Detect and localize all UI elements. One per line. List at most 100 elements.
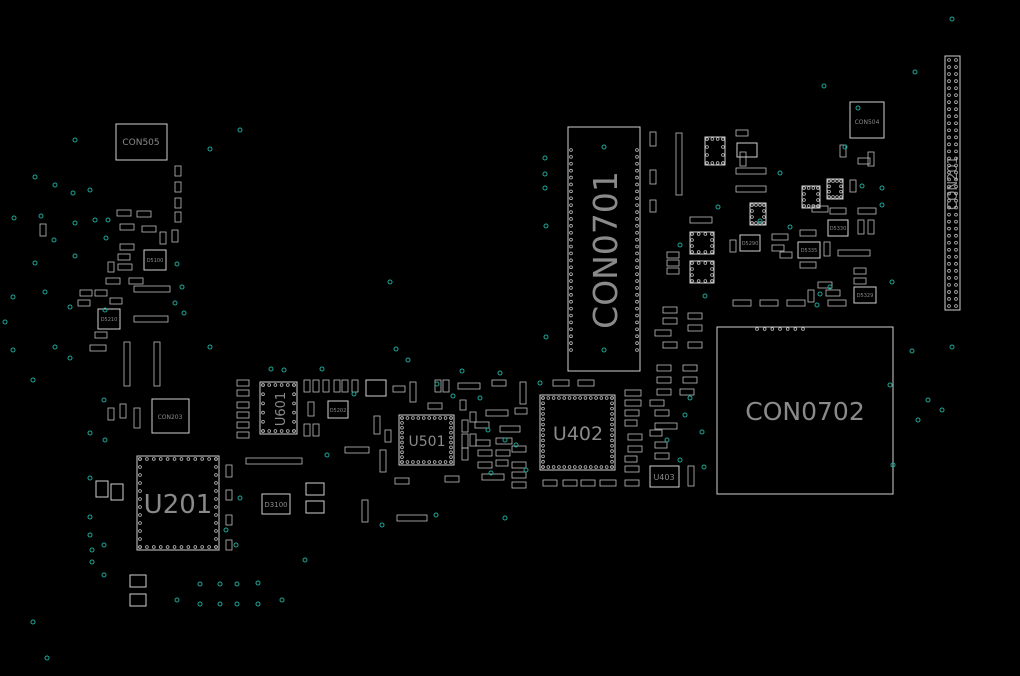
passive-part[interactable] xyxy=(786,299,806,307)
component-con0701[interactable]: CON0701 xyxy=(567,126,641,372)
via-test-point[interactable] xyxy=(379,522,385,528)
via-test-point[interactable] xyxy=(172,300,178,306)
via-test-point[interactable] xyxy=(757,218,763,224)
passive-part[interactable] xyxy=(577,379,595,387)
passive-part[interactable] xyxy=(236,431,250,439)
passive-part[interactable] xyxy=(344,446,370,454)
via-test-point[interactable] xyxy=(682,412,688,418)
component-u201[interactable]: U201 xyxy=(136,455,220,551)
passive-part[interactable] xyxy=(799,229,817,237)
via-test-point[interactable] xyxy=(542,155,548,161)
via-test-point[interactable] xyxy=(279,597,285,603)
via-test-point[interactable] xyxy=(405,357,411,363)
via-test-point[interactable] xyxy=(102,307,108,313)
passive-part[interactable] xyxy=(624,479,640,487)
passive-part[interactable] xyxy=(857,207,877,215)
component-ic-a[interactable] xyxy=(689,231,715,255)
passive-part[interactable] xyxy=(171,229,179,243)
passive-part[interactable] xyxy=(807,289,815,303)
passive-part[interactable] xyxy=(109,297,123,305)
via-test-point[interactable] xyxy=(234,581,240,587)
passive-part[interactable] xyxy=(303,379,311,393)
passive-part[interactable] xyxy=(732,299,752,307)
passive-part[interactable] xyxy=(384,429,392,443)
passive-part[interactable] xyxy=(373,415,381,435)
passive-part[interactable] xyxy=(107,407,115,421)
via-test-point[interactable] xyxy=(89,559,95,565)
via-test-point[interactable] xyxy=(488,470,494,476)
passive-part[interactable] xyxy=(827,299,847,307)
via-test-point[interactable] xyxy=(324,452,330,458)
via-test-point[interactable] xyxy=(101,397,107,403)
passive-part[interactable] xyxy=(624,399,642,407)
passive-part[interactable] xyxy=(654,409,670,417)
passive-part[interactable] xyxy=(427,402,443,410)
via-test-point[interactable] xyxy=(387,279,393,285)
via-test-point[interactable] xyxy=(92,217,98,223)
passive-part[interactable] xyxy=(79,289,93,297)
via-test-point[interactable] xyxy=(887,382,893,388)
passive-part[interactable] xyxy=(225,514,233,526)
via-test-point[interactable] xyxy=(502,515,508,521)
passive-part[interactable] xyxy=(481,473,505,481)
component-u501[interactable]: U501 xyxy=(398,414,455,466)
passive-part[interactable] xyxy=(39,223,47,237)
passive-part[interactable] xyxy=(666,267,680,275)
passive-part[interactable] xyxy=(839,144,847,158)
passive-part[interactable] xyxy=(174,181,182,193)
passive-part[interactable] xyxy=(654,422,678,430)
via-test-point[interactable] xyxy=(949,16,955,22)
component-ic-m[interactable] xyxy=(95,480,109,498)
component-d3100[interactable]: D3100 xyxy=(261,493,291,515)
passive-part[interactable] xyxy=(811,205,829,213)
passive-part[interactable] xyxy=(107,261,115,273)
via-test-point[interactable] xyxy=(433,512,439,518)
component-ic-n[interactable] xyxy=(110,483,124,501)
passive-part[interactable] xyxy=(136,210,152,218)
passive-part[interactable] xyxy=(624,465,640,473)
passive-part[interactable] xyxy=(444,475,460,483)
component-con504[interactable]: CON504 xyxy=(849,101,885,139)
via-test-point[interactable] xyxy=(701,464,707,470)
via-test-point[interactable] xyxy=(70,190,76,196)
passive-part[interactable] xyxy=(627,445,643,453)
passive-part[interactable] xyxy=(105,277,121,285)
passive-part[interactable] xyxy=(174,197,182,209)
component-ic-c[interactable] xyxy=(704,136,726,166)
passive-part[interactable] xyxy=(511,471,527,479)
via-test-point[interactable] xyxy=(859,183,865,189)
passive-part[interactable] xyxy=(759,299,779,307)
via-test-point[interactable] xyxy=(87,475,93,481)
component-d5202[interactable]: D5202 xyxy=(327,400,349,419)
passive-part[interactable] xyxy=(312,379,320,393)
via-test-point[interactable] xyxy=(601,347,607,353)
passive-part[interactable] xyxy=(477,449,493,457)
component-d5290[interactable]: D5290 xyxy=(739,234,761,252)
passive-part[interactable] xyxy=(552,379,570,387)
via-test-point[interactable] xyxy=(67,304,73,310)
via-test-point[interactable] xyxy=(67,355,73,361)
passive-part[interactable] xyxy=(580,479,596,487)
passive-part[interactable] xyxy=(511,461,527,469)
passive-part[interactable] xyxy=(739,151,747,167)
passive-part[interactable] xyxy=(159,231,167,245)
passive-part[interactable] xyxy=(649,169,657,185)
component-u601[interactable]: U601 xyxy=(259,381,298,435)
passive-part[interactable] xyxy=(307,401,315,417)
via-test-point[interactable] xyxy=(237,495,243,501)
via-test-point[interactable] xyxy=(915,417,921,423)
via-test-point[interactable] xyxy=(699,429,705,435)
component-ic-h[interactable] xyxy=(365,379,387,397)
passive-part[interactable] xyxy=(457,382,481,390)
passive-part[interactable] xyxy=(654,452,670,460)
via-test-point[interactable] xyxy=(677,457,683,463)
passive-part[interactable] xyxy=(624,389,642,397)
passive-part[interactable] xyxy=(735,167,767,175)
passive-part[interactable] xyxy=(656,364,672,372)
passive-part[interactable] xyxy=(236,379,250,387)
component-ic-b[interactable] xyxy=(689,260,715,284)
passive-part[interactable] xyxy=(225,489,233,501)
component-con0702[interactable]: CON0702 xyxy=(716,326,894,495)
